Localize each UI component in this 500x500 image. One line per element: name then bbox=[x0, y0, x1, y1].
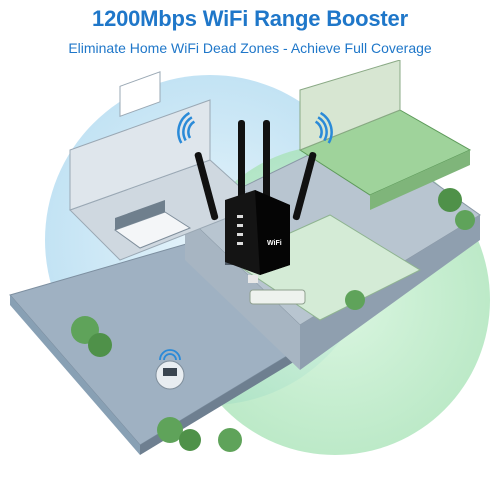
house-base-left bbox=[185, 215, 300, 370]
balcony-plants bbox=[438, 188, 475, 230]
sofa bbox=[249, 289, 306, 305]
patio-edge bbox=[140, 330, 330, 455]
house-illustration: WiFi bbox=[9, 60, 490, 455]
status-lights bbox=[237, 215, 243, 245]
page-subtitle: Eliminate Home WiFi Dead Zones - Achieve… bbox=[68, 40, 432, 56]
device-logo: WiFi bbox=[267, 240, 282, 247]
bed-headboard bbox=[115, 200, 165, 230]
bedroom-back-wall bbox=[69, 99, 211, 211]
antenna bbox=[238, 120, 245, 205]
wifi-signal-icon bbox=[159, 349, 181, 361]
antenna bbox=[263, 120, 270, 205]
patio-plants bbox=[71, 290, 365, 452]
page-title: 1200Mbps WiFi Range Booster bbox=[92, 6, 408, 31]
wall-plug bbox=[248, 275, 258, 283]
upper-floor-front bbox=[370, 150, 470, 210]
wifi-signal-icon bbox=[177, 111, 196, 144]
bedroom-window bbox=[119, 71, 161, 118]
antenna bbox=[194, 152, 219, 221]
wifi-signal-icon bbox=[314, 111, 333, 144]
antenna bbox=[292, 152, 317, 221]
patio-edge-left bbox=[10, 295, 140, 455]
patio-laptop bbox=[163, 368, 177, 376]
device-side bbox=[255, 190, 290, 275]
range-booster-device: WiFi bbox=[194, 120, 317, 283]
house-base-front bbox=[300, 215, 480, 370]
